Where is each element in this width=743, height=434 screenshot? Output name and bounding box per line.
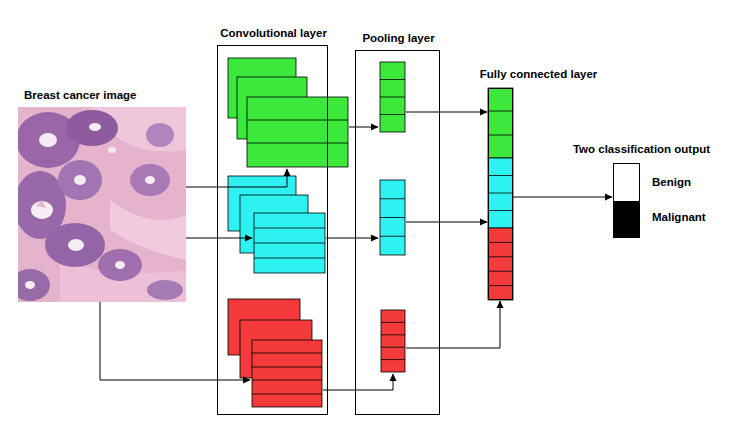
cyan-feature-maps [228,176,325,273]
output-bar: Two classification outputBenignMalignant [613,163,640,238]
flow-arrow [406,301,500,348]
flow-arrow [323,374,393,390]
benign-cell: Benign [614,164,639,201]
class-label: Benign [652,175,691,189]
flow-arrow [186,238,252,239]
layer-heading: Breast cancer image [24,88,137,102]
layer-heading: Two classification output [573,142,710,156]
fully-connected-cells [488,88,513,300]
layer-heading: Pooling layer [362,31,434,45]
flow-arrow [186,169,287,187]
layer-box: Convolutional layer [217,45,328,415]
layer-heading: Fully connected layer [480,67,598,81]
histology-image [18,107,186,302]
flow-arrow [406,222,487,223]
flow-arrow [513,197,612,198]
layer-box: Pooling layer [355,50,440,415]
pooled-vectors [380,62,405,372]
flow-arrow [100,302,250,380]
flow-arrow [349,127,378,128]
flow-arrow [326,238,378,239]
malignant-cell: Malignant [614,201,639,237]
fc-column: Fully connected layer [488,88,513,300]
layer-heading: Convolutional layer [220,26,327,40]
class-label: Malignant [652,210,706,224]
red-feature-maps [228,299,322,407]
flow-arrow [406,112,487,113]
green-feature-maps [228,58,348,167]
input-image: Breast cancer image [18,107,186,302]
